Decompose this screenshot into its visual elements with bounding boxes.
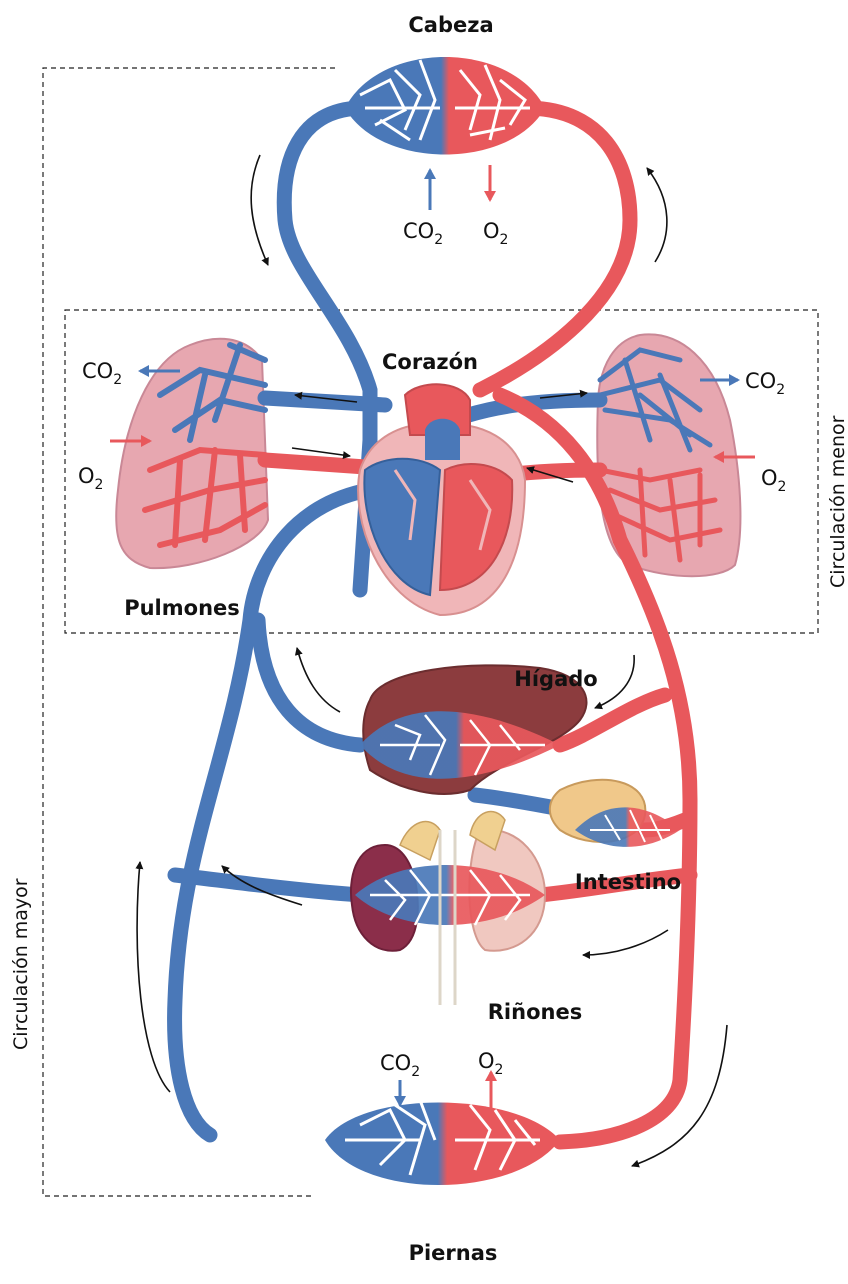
- flow-arrow: [297, 648, 340, 712]
- legs-co2-label: CO2: [380, 1051, 420, 1080]
- venous-vessels: [175, 108, 600, 1135]
- lungs-label: Pulmones: [124, 596, 240, 620]
- head-capillary-bed: [345, 57, 545, 155]
- flow-arrow: [583, 930, 668, 955]
- right-lung-o2-label: O2: [761, 466, 786, 495]
- left-lung-o2-label: O2: [78, 464, 103, 493]
- head-o2-label: O2: [483, 219, 508, 248]
- head-label: Cabeza: [408, 13, 493, 37]
- left-lung-co2-label: CO2: [82, 359, 122, 388]
- intestine: [550, 780, 680, 847]
- heart: [358, 384, 525, 615]
- flow-arrow: [292, 448, 350, 456]
- flow-arrow: [647, 168, 667, 262]
- flow-arrows: [137, 155, 727, 1166]
- head-co2-label: CO2: [403, 219, 443, 248]
- legs-label: Piernas: [409, 1241, 498, 1265]
- right-lung-co2-label: CO2: [745, 369, 785, 398]
- legs-capillary-bed: [325, 1100, 560, 1185]
- intestine-label: Intestino: [575, 870, 681, 894]
- flow-arrow: [137, 862, 170, 1092]
- systemic-circuit-label: Circulación mayor: [10, 878, 32, 1050]
- kidneys-label: Riñones: [488, 1000, 582, 1024]
- heart-label: Corazón: [382, 350, 478, 374]
- kidneys: [351, 812, 545, 1005]
- liver-label: Hígado: [514, 667, 597, 691]
- flow-arrow: [595, 655, 634, 708]
- flow-arrow: [251, 155, 268, 265]
- left-lung: [116, 339, 268, 568]
- pulmonary-circuit-label: Circulación menor: [827, 415, 848, 588]
- arterial-vessels: [265, 108, 690, 1142]
